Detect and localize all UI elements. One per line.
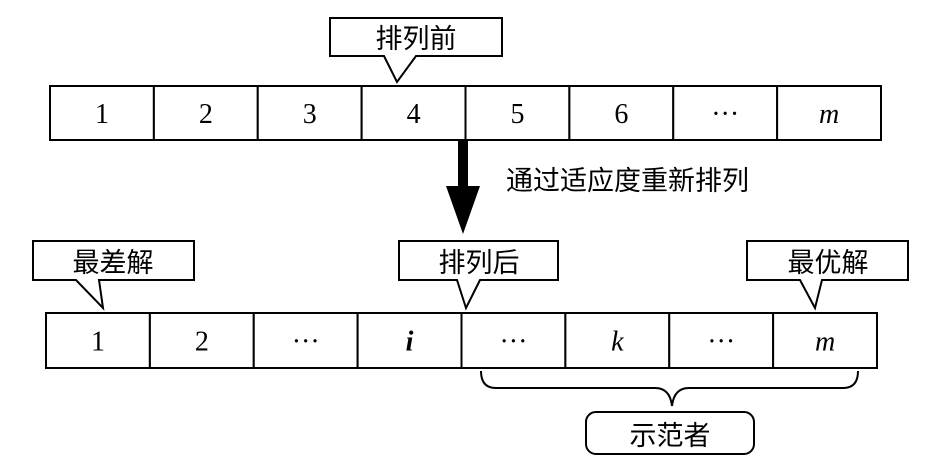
- callout-after: 排列后: [398, 240, 559, 311]
- after-row-cell-label: i: [406, 327, 414, 358]
- after-row-cell-label: k: [611, 327, 624, 358]
- after-row-cell-label: 1: [91, 327, 105, 358]
- after-row-cell-label: ···: [707, 327, 735, 358]
- after-row-cell: [460, 312, 567, 369]
- after-row-cell: [148, 312, 255, 369]
- before-row-cell: [152, 85, 259, 141]
- callout-before-label: 排列前: [376, 24, 457, 55]
- after-row-cell-label: 2: [195, 327, 209, 358]
- before-row-cell: [568, 85, 675, 141]
- before-row-cell-label: 5: [510, 99, 524, 130]
- after-row-cell: [356, 312, 463, 369]
- arrow-caption: 通过适应度重新排列: [506, 166, 749, 197]
- callout-before: 排列前: [329, 17, 503, 84]
- callout-after-label: 排列后: [439, 248, 520, 279]
- after-row: 1 2 ··· i ··· k ··· m: [45, 312, 878, 369]
- after-row-cell-label: m: [815, 327, 835, 358]
- before-row-cell-label: 6: [614, 99, 628, 130]
- after-row-cell: [772, 312, 878, 369]
- before-row-cell: [464, 85, 571, 141]
- before-row-cell-label: m: [819, 99, 839, 130]
- callout-worst-label: 最差解: [73, 248, 154, 279]
- before-row-cell: [256, 85, 363, 141]
- after-row-cell-label: ···: [292, 327, 320, 358]
- before-row-cell-label: 4: [407, 99, 421, 130]
- before-row-cell-label: 2: [199, 99, 213, 130]
- before-row-cell: [672, 85, 779, 141]
- before-row-cell-label: 3: [303, 99, 317, 130]
- callout-best: 最优解: [746, 240, 909, 311]
- demonstrator-label-box: 示范者: [585, 411, 755, 455]
- demonstrator-label: 示范者: [630, 421, 711, 452]
- before-row-cell: [49, 85, 155, 141]
- before-row-cell-label: 1: [95, 99, 109, 130]
- callout-worst: 最差解: [32, 240, 195, 311]
- before-row-cell: [776, 85, 882, 141]
- demonstrator-brace: [480, 370, 859, 407]
- before-row-cell-label: ···: [711, 99, 739, 130]
- before-row: 1 2 3 4 5 6 ··· m: [49, 85, 882, 141]
- after-row-cell: [45, 312, 151, 369]
- rearrange-arrow: [446, 140, 480, 234]
- callout-best-label: 最优解: [788, 248, 869, 279]
- after-row-cell: [564, 312, 671, 369]
- after-row-cell-label: ···: [499, 327, 527, 358]
